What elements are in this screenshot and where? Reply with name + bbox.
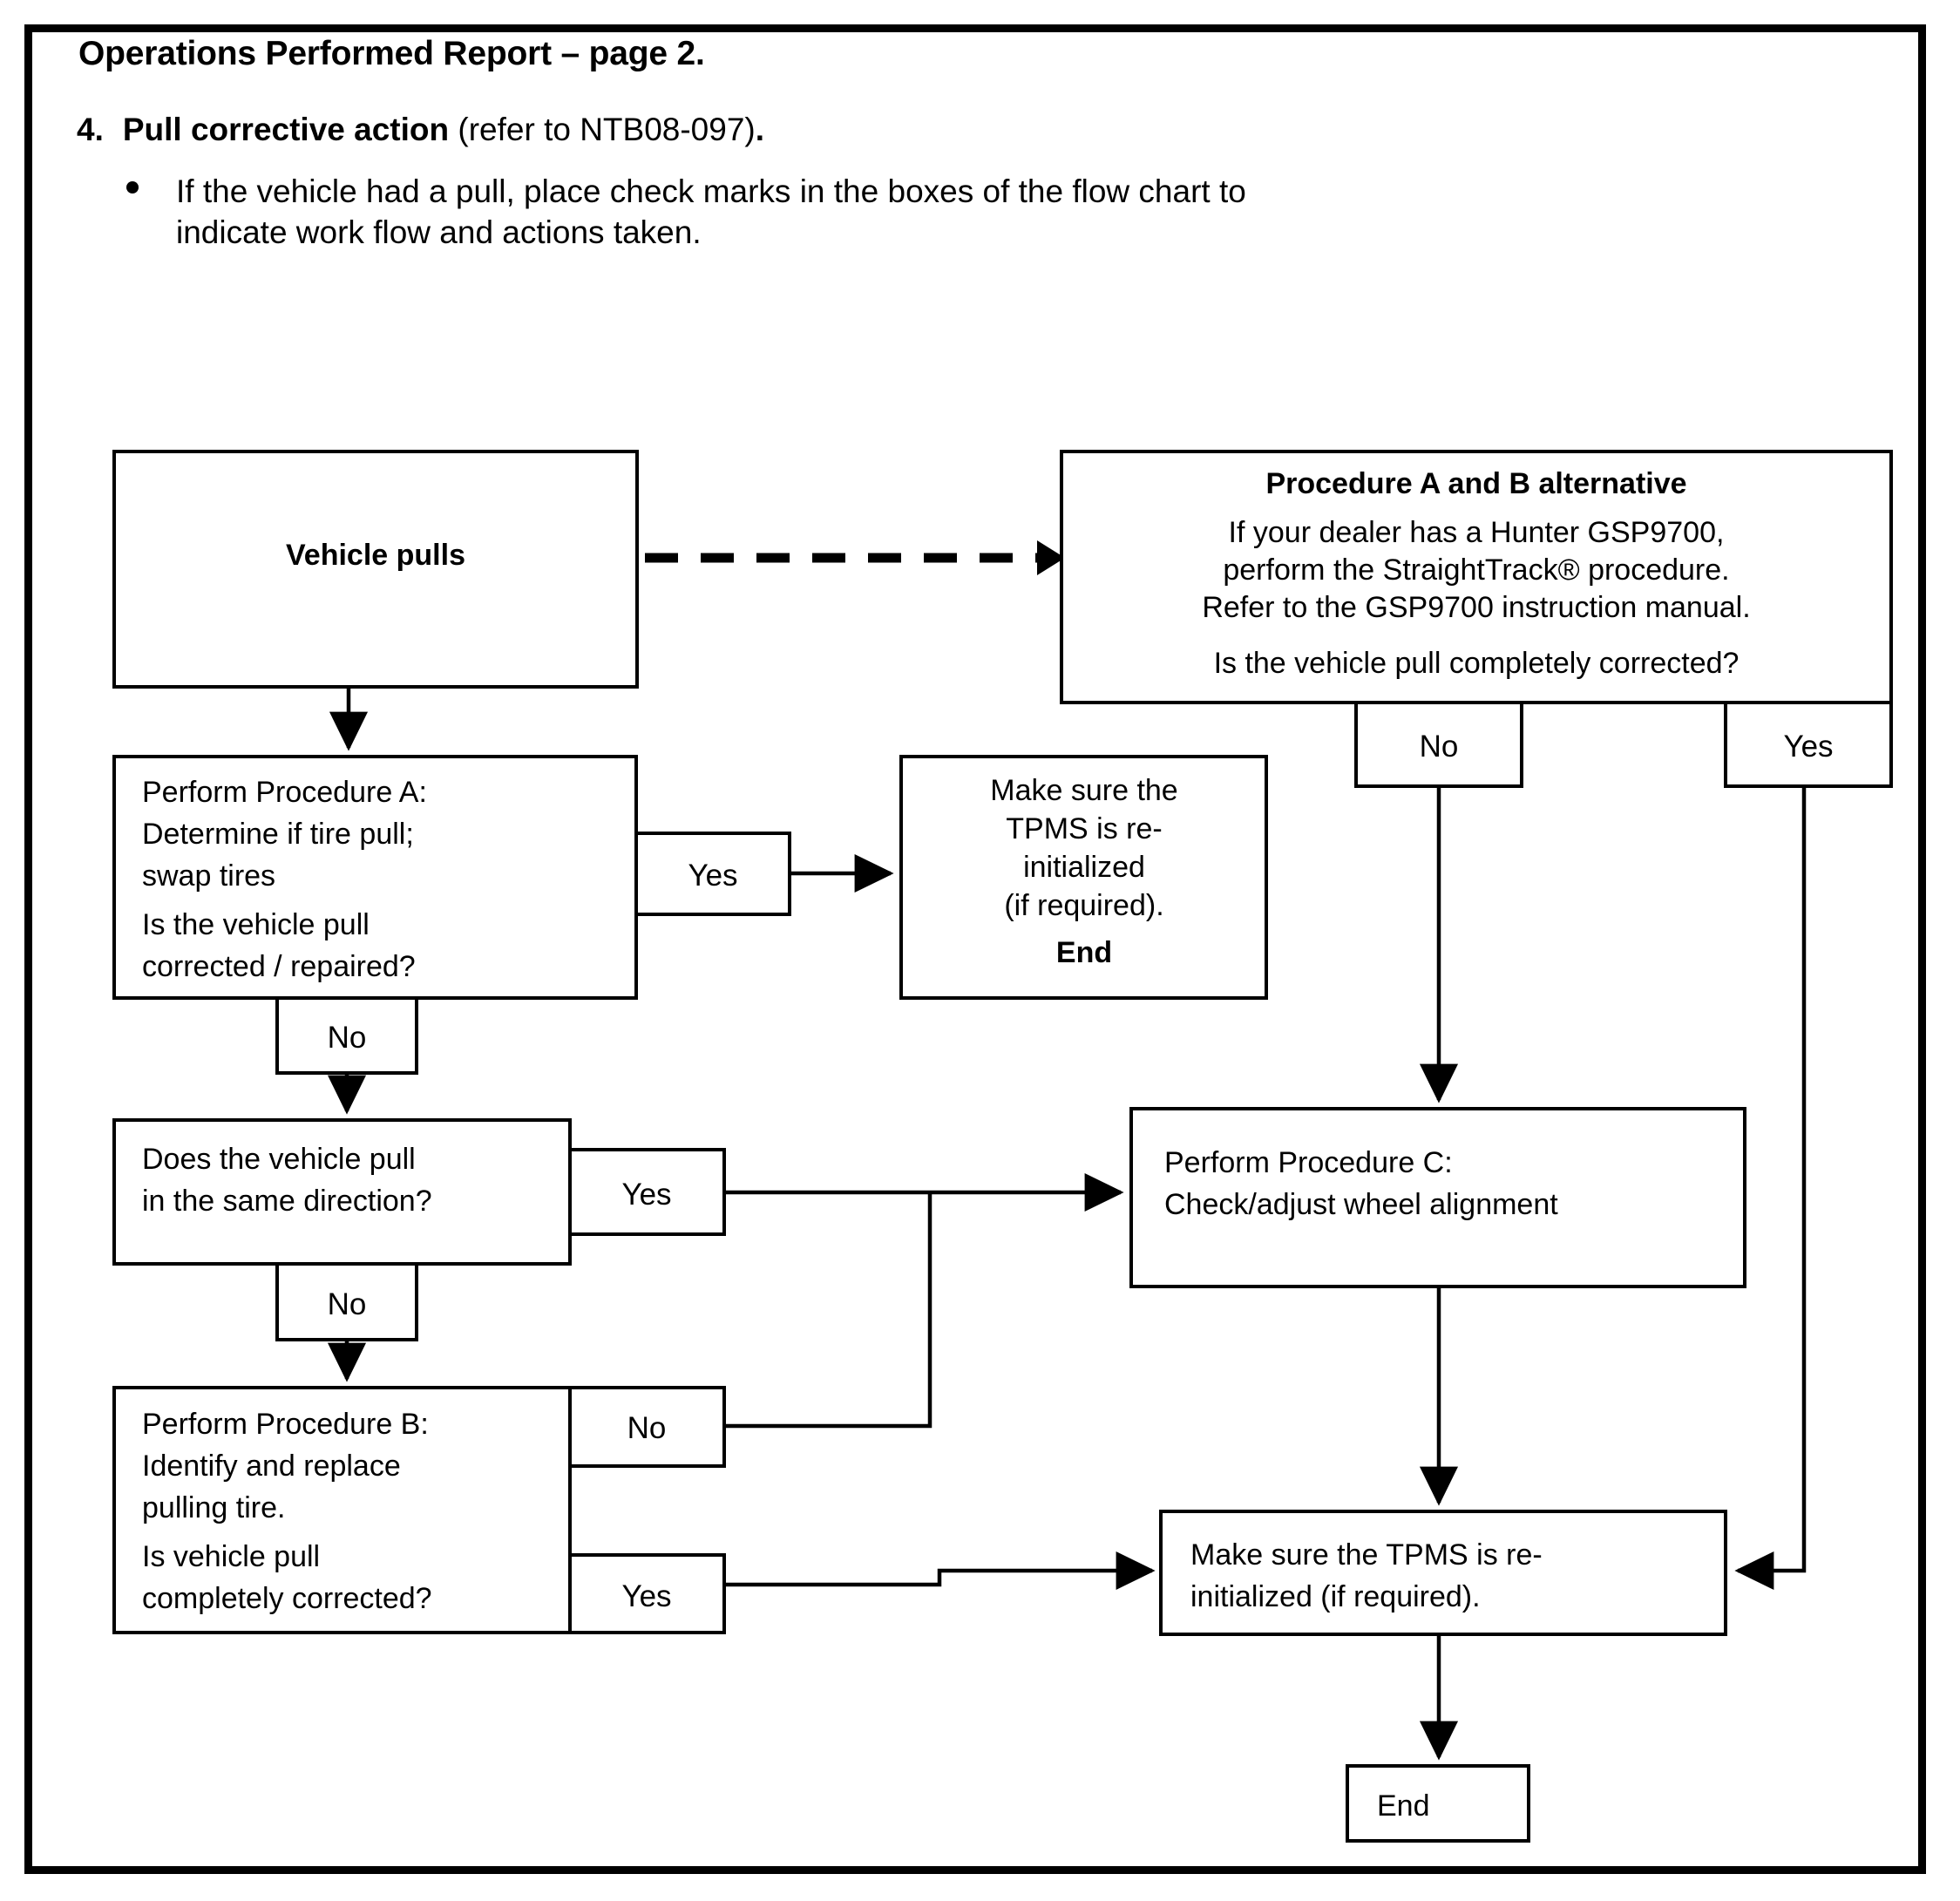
edge-label-alternative-no: No [1420,730,1459,764]
edge-label-box-procedure-b-yes[interactable] [568,1553,726,1634]
node-end-label: End [1377,1789,1430,1823]
step-period: . [755,112,765,147]
node-procedure-a-line-4: Is the vehicle pull [142,908,370,941]
node-alternative-question: Is the vehicle pull completely corrected… [1214,647,1740,680]
node-procedure-b-line-3: pulling tire. [142,1491,285,1524]
node-procedure-ab-alternative[interactable] [1060,450,1893,704]
edge-label-box-same-direction-no[interactable] [275,1262,418,1341]
edge-alternative-yes-to-tpms-bottom [1734,786,1807,1591]
bullet-item: If the vehicle had a pull, place check m… [122,171,1360,254]
node-procedure-b-line-5: completely corrected? [142,1582,432,1615]
node-same-direction-line-1: Does the vehicle pull [142,1143,416,1176]
node-procedure-a-line-3: swap tires [142,859,275,893]
node-alternative-line-1: If your dealer has a Hunter GSP9700, [1229,516,1725,549]
edge-label-same-direction-yes: Yes [621,1178,671,1212]
node-tpms-bottom[interactable] [1159,1510,1727,1636]
node-procedure-a-line-2: Determine if tire pull; [142,818,414,851]
node-tpms-bottom-line-2: initialized (if required). [1190,1580,1481,1613]
edge-label-procedure-a-no: No [328,1021,367,1055]
node-tpms-end-line-4: (if required). [1004,889,1163,922]
node-vehicle-pulls-label: Vehicle pulls [286,539,465,572]
node-tpms-end-line-3: initialized [1023,851,1145,884]
node-same-direction-line-2: in the same direction? [142,1185,432,1218]
node-procedure-a-line-1: Perform Procedure A: [142,776,427,809]
node-procedure-a-line-5: corrected / repaired? [142,950,416,983]
bullet-dot-icon [126,181,139,193]
step-heading-text: Pull corrective action [122,112,450,147]
step-heading: 4. Pull corrective action (refer to NTB08… [77,112,764,148]
node-alternative-title: Procedure A and B alternative [1265,467,1686,500]
step-reference: (refer to NTB08-097) [449,112,756,147]
bullet-text: If the vehicle had a pull, place check m… [176,173,1246,251]
edge-label-procedure-a-yes: Yes [688,859,737,893]
node-procedure-b-line-1: Perform Procedure B: [142,1408,429,1441]
edge-procedure-b-yes-to-tpms-bottom [724,1551,1156,1591]
edge-label-alternative-yes: Yes [1783,730,1833,764]
node-procedure-c-line-1: Perform Procedure C: [1164,1146,1453,1179]
node-procedure-c-line-2: Check/adjust wheel alignment [1164,1188,1558,1221]
node-procedure-c[interactable] [1129,1107,1746,1288]
step-number: 4. [77,112,104,147]
node-tpms-end[interactable] [899,755,1268,1000]
edge-label-box-alternative-yes[interactable] [1724,701,1893,788]
node-tpms-bottom-line-1: Make sure the TPMS is re- [1190,1538,1543,1572]
edge-procedure-b-no-to-procedure-c [724,1192,933,1429]
edge-label-box-procedure-a-yes[interactable] [634,832,791,916]
node-procedure-a[interactable] [112,755,638,1000]
node-tpms-end-line-2: TPMS is re- [1006,812,1162,845]
node-procedure-b[interactable] [112,1386,572,1634]
node-alternative-line-3: Refer to the GSP9700 instruction manual. [1202,591,1750,624]
node-tpms-end-line-1: Make sure the [990,774,1177,807]
node-procedure-b-line-2: Identify and replace [142,1450,401,1483]
edge-label-procedure-b-yes: Yes [621,1579,671,1613]
node-end[interactable] [1346,1764,1530,1843]
edge-label-same-direction-no: No [328,1287,367,1321]
node-vehicle-pulls[interactable] [112,450,639,689]
edge-vehicle-pulls-to-alternative-arrowhead [1037,540,1065,575]
page-title: Operations Performed Report – page 2. [78,35,705,72]
node-procedure-b-line-4: Is vehicle pull [142,1540,320,1573]
node-alternative-line-2: perform the StraightTrack® procedure. [1223,553,1729,587]
node-tpms-end-label: End [1056,936,1112,969]
edge-label-procedure-b-no: No [627,1411,667,1445]
edge-label-box-procedure-a-no[interactable] [275,996,418,1075]
